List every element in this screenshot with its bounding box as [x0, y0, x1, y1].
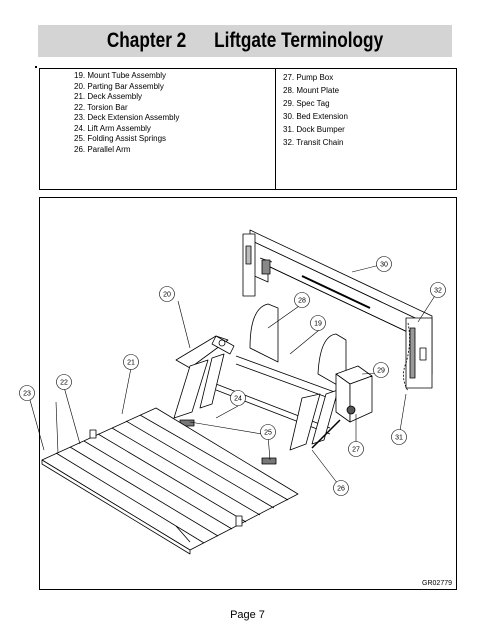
callout-21: 21 [123, 354, 139, 370]
mount-plates [249, 303, 347, 391]
callout-29: 29 [373, 362, 389, 378]
callout-25: 25 [260, 424, 276, 440]
liftgate-drawing: 19 20 21 22 24 25 26 27 28 29 30 31 32 [41, 229, 446, 555]
callout-20: 20 [159, 286, 175, 302]
mount-tube-assembly [242, 229, 433, 375]
chapter-name: Liftgate Terminology [214, 29, 384, 52]
legend-item: 19. Mount Tube Assembly [74, 71, 167, 80]
legend-item: 31. Dock Bumper [283, 125, 345, 134]
svg-text:29: 29 [377, 368, 385, 375]
legend-item: 30. Bed Extension [283, 112, 348, 121]
legend-item: 27. Pump Box [283, 73, 334, 82]
callout-23-label: 23 [23, 391, 31, 398]
callout-32: 32 [430, 282, 446, 298]
svg-text:27: 27 [352, 447, 360, 454]
liftgate-diagram: 19 20 21 22 24 25 26 27 28 29 30 31 32 G… [39, 197, 457, 590]
right-mount-plate [405, 317, 433, 389]
legend-item: 23. Deck Extension Assembly [74, 113, 180, 122]
callout-bubbles: 19 20 21 22 24 25 26 27 28 29 30 31 32 [56, 256, 446, 496]
legend-item: 25. Folding Assist Springs [74, 134, 167, 143]
transit-chain [403, 322, 410, 392]
svg-text:28: 28 [298, 298, 306, 305]
svg-text:32: 32 [434, 288, 442, 295]
pump-box [335, 365, 373, 423]
legend-item: 21. Deck Assembly [74, 92, 143, 101]
parting-bar-assembly [175, 335, 235, 369]
svg-text:30: 30 [380, 262, 388, 269]
deck-assembly [41, 407, 299, 555]
chapter-title-bar: Chapter 2 Liftgate Terminology [38, 25, 452, 57]
callout-24: 24 [230, 390, 246, 406]
legend-item: 20. Parting Bar Assembly [74, 81, 164, 91]
parallel-arm [311, 419, 341, 449]
legend-item: 29. Spec Tag [283, 99, 330, 108]
svg-text:22: 22 [60, 380, 68, 387]
svg-text:25: 25 [264, 430, 272, 437]
legend-column-left: 19. Mount Tube Assembly 20. Parting Bar … [74, 71, 179, 155]
svg-text:31: 31 [395, 435, 403, 442]
legend-item: 22. Torsion Bar [74, 102, 128, 112]
svg-text:24: 24 [234, 396, 242, 403]
legend-item: 24. Lift Arm Assembly [74, 123, 151, 133]
callout-19: 19 [310, 315, 326, 331]
legend-item: 28. Mount Plate [283, 86, 340, 95]
legend-column-right: 27. Pump Box 28. Mount Plate 29. Spec Ta… [283, 71, 348, 149]
callout-27: 27 [348, 441, 364, 457]
lift-arm-assembly [173, 353, 339, 451]
svg-text:26: 26 [337, 486, 345, 493]
parts-legend: 19. Mount Tube Assembly 20. Parting Bar … [39, 68, 457, 190]
chapter-title: Chapter 2 Liftgate Terminology [75, 25, 414, 57]
legend-item: 26. Parallel Arm [74, 144, 131, 154]
legend-item: 32. Transit Chain [283, 138, 344, 147]
legend-divider [275, 69, 276, 189]
svg-text:21: 21 [127, 360, 135, 367]
chapter-number: Chapter 2 [106, 29, 187, 52]
svg-text:20: 20 [163, 292, 171, 299]
figure-id: GR02779 [422, 580, 452, 587]
callout-31: 31 [391, 429, 407, 445]
callout-30: 30 [376, 256, 392, 272]
callout-26: 26 [333, 480, 349, 496]
callout-22: 22 [56, 374, 72, 390]
callout-28: 28 [294, 292, 310, 308]
svg-text:19: 19 [314, 321, 322, 328]
stray-mark [35, 66, 37, 68]
page-number: Page 7 [230, 609, 265, 621]
